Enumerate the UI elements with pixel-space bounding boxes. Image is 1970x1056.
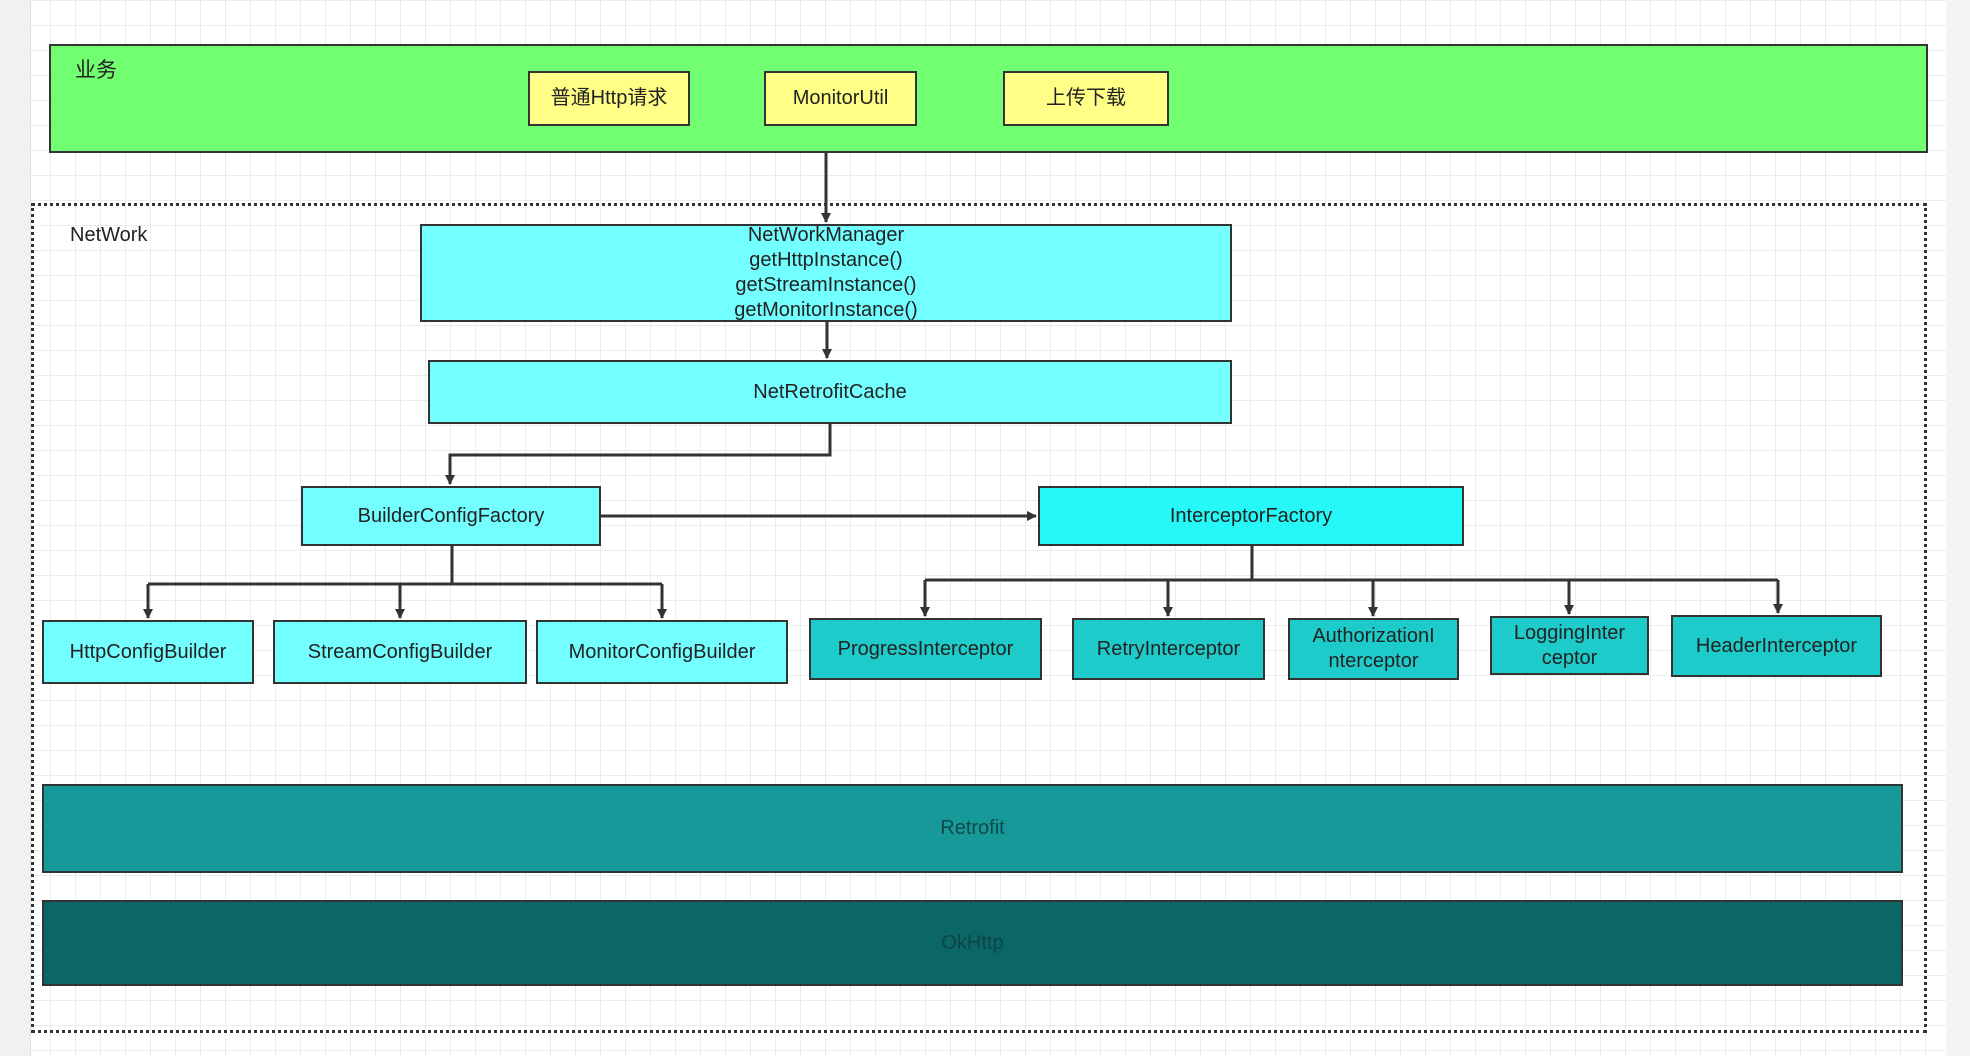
business-layer-label: 业务 [75,59,117,82]
progress-interceptor-label: ProgressInterceptor [837,637,1014,660]
authorization-interceptor-label-line2: nterceptor [1328,650,1419,672]
network-layer[interactable] [31,203,1927,1033]
logging-interceptor-label-line2: ceptor [1541,646,1598,669]
right-scroll-strip [1946,0,1970,1056]
monitor-config-builder-node[interactable]: MonitorConfigBuilder [536,620,788,684]
network-manager-node[interactable]: NetWorkManager getHttpInstance() getStre… [420,224,1232,322]
retry-interceptor-node[interactable]: RetryInterceptor [1072,618,1265,680]
progress-interceptor-node[interactable]: ProgressInterceptor [809,618,1042,680]
builder-config-factory-node[interactable]: BuilderConfigFactory [301,486,601,546]
network-manager-method-monitor: getMonitorInstance() [734,299,918,321]
network-manager-title: NetWorkManager [747,224,905,246]
header-interceptor-label: HeaderInterceptor [1695,634,1858,657]
header-interceptor-node[interactable]: HeaderInterceptor [1671,615,1882,677]
net-retrofit-cache-node[interactable]: NetRetrofitCache [428,360,1232,424]
left-toolbar-strip [0,0,31,1056]
network-manager-method-http: getHttpInstance() [749,249,903,271]
okhttp-layer[interactable]: OkHttp [42,900,1903,986]
authorization-interceptor-node[interactable]: AuthorizationI nterceptor [1288,618,1459,680]
http-config-builder-node[interactable]: HttpConfigBuilder [42,620,254,684]
monitor-util-node[interactable]: MonitorUtil [764,71,917,126]
logging-interceptor-label-line1: LoggingInter [1513,621,1626,644]
interceptor-factory-node[interactable]: InterceptorFactory [1038,486,1464,546]
business-layer[interactable] [49,44,1928,153]
retry-interceptor-label: RetryInterceptor [1096,637,1241,660]
network-manager-method-stream: getStreamInstance() [735,274,917,296]
network-layer-label: NetWork [70,224,148,246]
upload-download-node[interactable]: 上传下载 [1003,71,1169,126]
retrofit-layer[interactable]: Retrofit [42,784,1903,873]
stream-config-builder-node[interactable]: StreamConfigBuilder [273,620,527,684]
authorization-interceptor-label-line1: AuthorizationI [1312,625,1435,647]
http-request-node[interactable]: 普通Http请求 [528,71,690,126]
logging-interceptor-node[interactable]: LoggingInter ceptor [1490,616,1649,675]
